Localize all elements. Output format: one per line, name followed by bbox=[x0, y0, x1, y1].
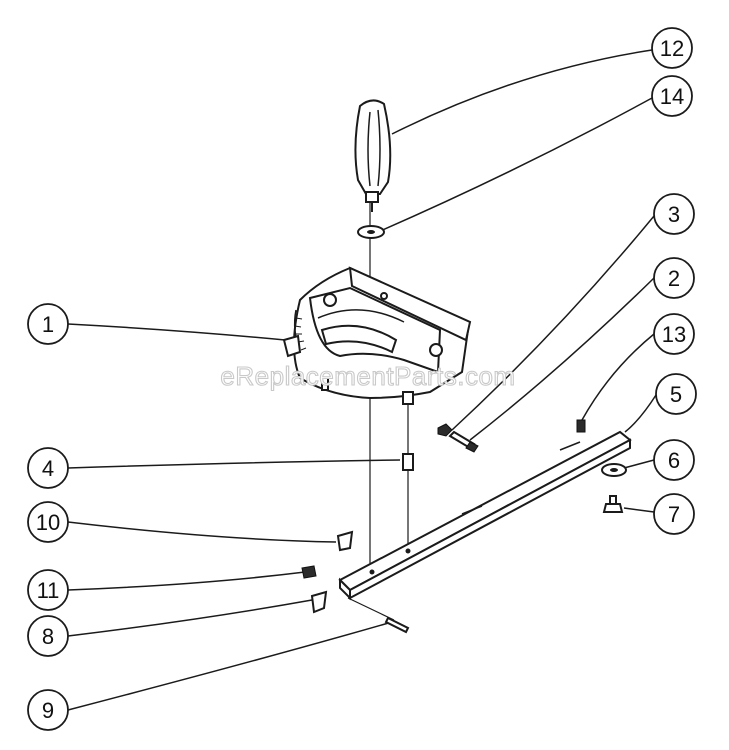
leader-line-3 bbox=[451, 215, 655, 431]
leader-line-9 bbox=[67, 621, 393, 711]
pin-part bbox=[402, 391, 414, 471]
callout-1: 1 bbox=[27, 303, 69, 345]
callout-13: 13 bbox=[653, 313, 695, 355]
svg-text:8: 8 bbox=[42, 624, 54, 649]
svg-text:4: 4 bbox=[42, 456, 54, 481]
bar-screw-part bbox=[602, 495, 624, 513]
leader-line-2 bbox=[469, 277, 655, 441]
svg-text:11: 11 bbox=[37, 578, 60, 603]
leader-lines bbox=[67, 49, 657, 711]
callout-5: 5 bbox=[655, 373, 697, 415]
svg-text:1: 1 bbox=[42, 312, 54, 337]
svg-text:6: 6 bbox=[668, 448, 680, 473]
leader-line-7 bbox=[623, 507, 655, 513]
screw-and-nut-parts bbox=[437, 423, 479, 453]
callout-2: 2 bbox=[653, 257, 695, 299]
svg-text:5: 5 bbox=[670, 382, 682, 407]
set-screw-part-11 bbox=[301, 565, 317, 579]
angle-scale bbox=[294, 317, 307, 351]
miter-bar-part bbox=[338, 430, 632, 601]
leader-line-14 bbox=[377, 97, 653, 233]
svg-text:14: 14 bbox=[660, 84, 684, 109]
watermark-text: eReplacementParts.com bbox=[220, 361, 515, 391]
callout-4: 4 bbox=[27, 447, 69, 489]
small-pin-part bbox=[576, 419, 586, 433]
callout-11: 11 bbox=[27, 569, 69, 611]
callout-3: 3 bbox=[653, 193, 695, 235]
callout-9: 9 bbox=[27, 689, 69, 731]
handle-part bbox=[354, 99, 392, 212]
leader-line-10 bbox=[67, 521, 337, 543]
svg-text:7: 7 bbox=[668, 502, 680, 527]
callout-12: 12 bbox=[651, 27, 693, 69]
clip-part-8 bbox=[310, 590, 328, 614]
callout-8: 8 bbox=[27, 615, 69, 657]
clip-part-10 bbox=[336, 530, 354, 552]
leader-line-6 bbox=[623, 459, 655, 469]
leader-line-5 bbox=[624, 394, 657, 433]
callout-14: 14 bbox=[651, 75, 693, 117]
svg-text:2: 2 bbox=[668, 266, 680, 291]
leader-line-4 bbox=[67, 459, 401, 469]
leader-line-8 bbox=[67, 599, 313, 637]
leader-line-13 bbox=[581, 333, 655, 421]
callout-10: 10 bbox=[27, 501, 69, 543]
callout-6: 6 bbox=[653, 439, 695, 481]
svg-text:12: 12 bbox=[660, 36, 684, 61]
callout-7: 7 bbox=[653, 493, 695, 535]
miter-head-body bbox=[282, 266, 472, 400]
svg-text:10: 10 bbox=[36, 510, 60, 535]
bar-washer-part bbox=[601, 463, 627, 477]
washer-part bbox=[357, 225, 385, 239]
rod-part-9 bbox=[384, 616, 410, 634]
svg-text:9: 9 bbox=[42, 698, 54, 723]
leader-line-11 bbox=[67, 571, 306, 591]
svg-text:3: 3 bbox=[668, 202, 680, 227]
svg-text:13: 13 bbox=[662, 322, 686, 347]
leader-line-12 bbox=[391, 49, 653, 135]
leader-line-1 bbox=[67, 323, 286, 341]
